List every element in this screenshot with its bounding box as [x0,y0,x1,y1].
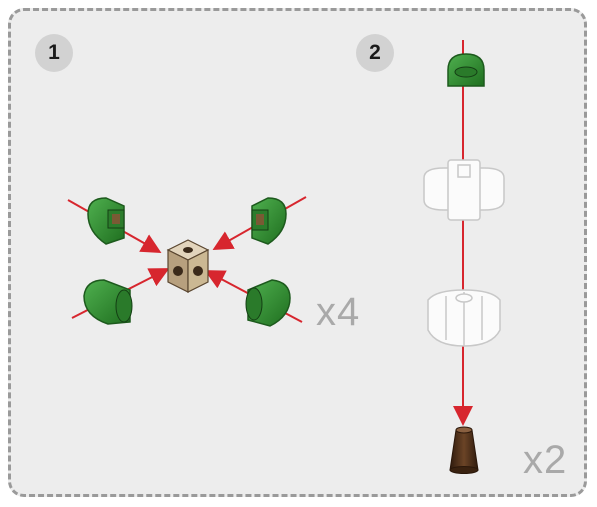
rounded-connector-icon [87,197,125,245]
step-1-number: 1 [48,41,60,64]
rounded-connector-icon [245,279,291,327]
connector-hub-icon [166,239,210,293]
step-1-diagram [67,196,307,327]
rounded-connector-icon [447,53,485,87]
step-2-badge: 2 [356,34,394,72]
step-1-multiplier: x4 [316,290,361,334]
step-2-diagram [423,40,505,474]
rounded-connector-icon [83,279,133,325]
step-1-badge: 1 [35,34,73,72]
step-2-multiplier: x2 [523,438,568,482]
ghost-part-icon [427,289,501,347]
rounded-connector-icon [251,197,287,245]
ghost-part-icon [423,159,505,221]
instruction-panel [8,8,587,497]
foot-cap-icon [449,426,479,474]
step-2-number: 2 [369,41,381,64]
